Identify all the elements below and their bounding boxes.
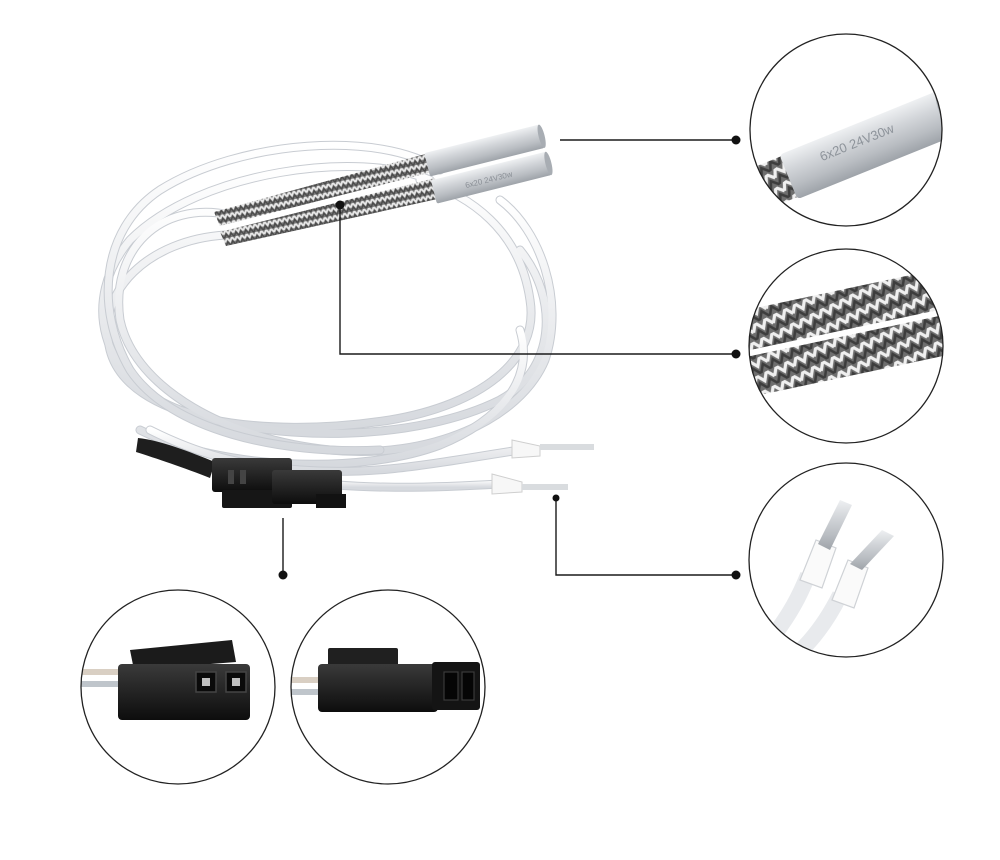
molex-connector <box>212 458 346 508</box>
callout-dot-4 <box>278 570 288 580</box>
connector-side-detail <box>290 589 486 785</box>
detail-circle-3-border <box>748 462 944 658</box>
callout-dots <box>278 135 741 580</box>
ferrule-terminals <box>491 439 594 495</box>
detail-circle-4-border <box>80 589 276 785</box>
callout-dot-2a <box>335 200 345 210</box>
callout-dot-3a <box>552 494 560 502</box>
callout-dot-2b <box>731 349 741 359</box>
heat-shrink-tube <box>136 438 215 478</box>
braided-sleeve-detail <box>748 248 944 444</box>
connector-front-detail <box>80 589 276 785</box>
detail-circle-2-border <box>748 248 944 444</box>
ferrule-terminal-detail <box>748 462 944 658</box>
detail-circle-1-border <box>749 33 943 227</box>
detail-circle-5-border <box>290 589 486 785</box>
callout-dot-1 <box>731 135 741 145</box>
cable-coil <box>98 140 557 492</box>
callout-lines <box>282 139 736 576</box>
heater-cartridge-assembly: 6x20 24V30w <box>214 124 553 246</box>
heater-cartridge-detail: 6x20 24V30w <box>749 33 943 227</box>
callout-dot-3b <box>731 570 741 580</box>
